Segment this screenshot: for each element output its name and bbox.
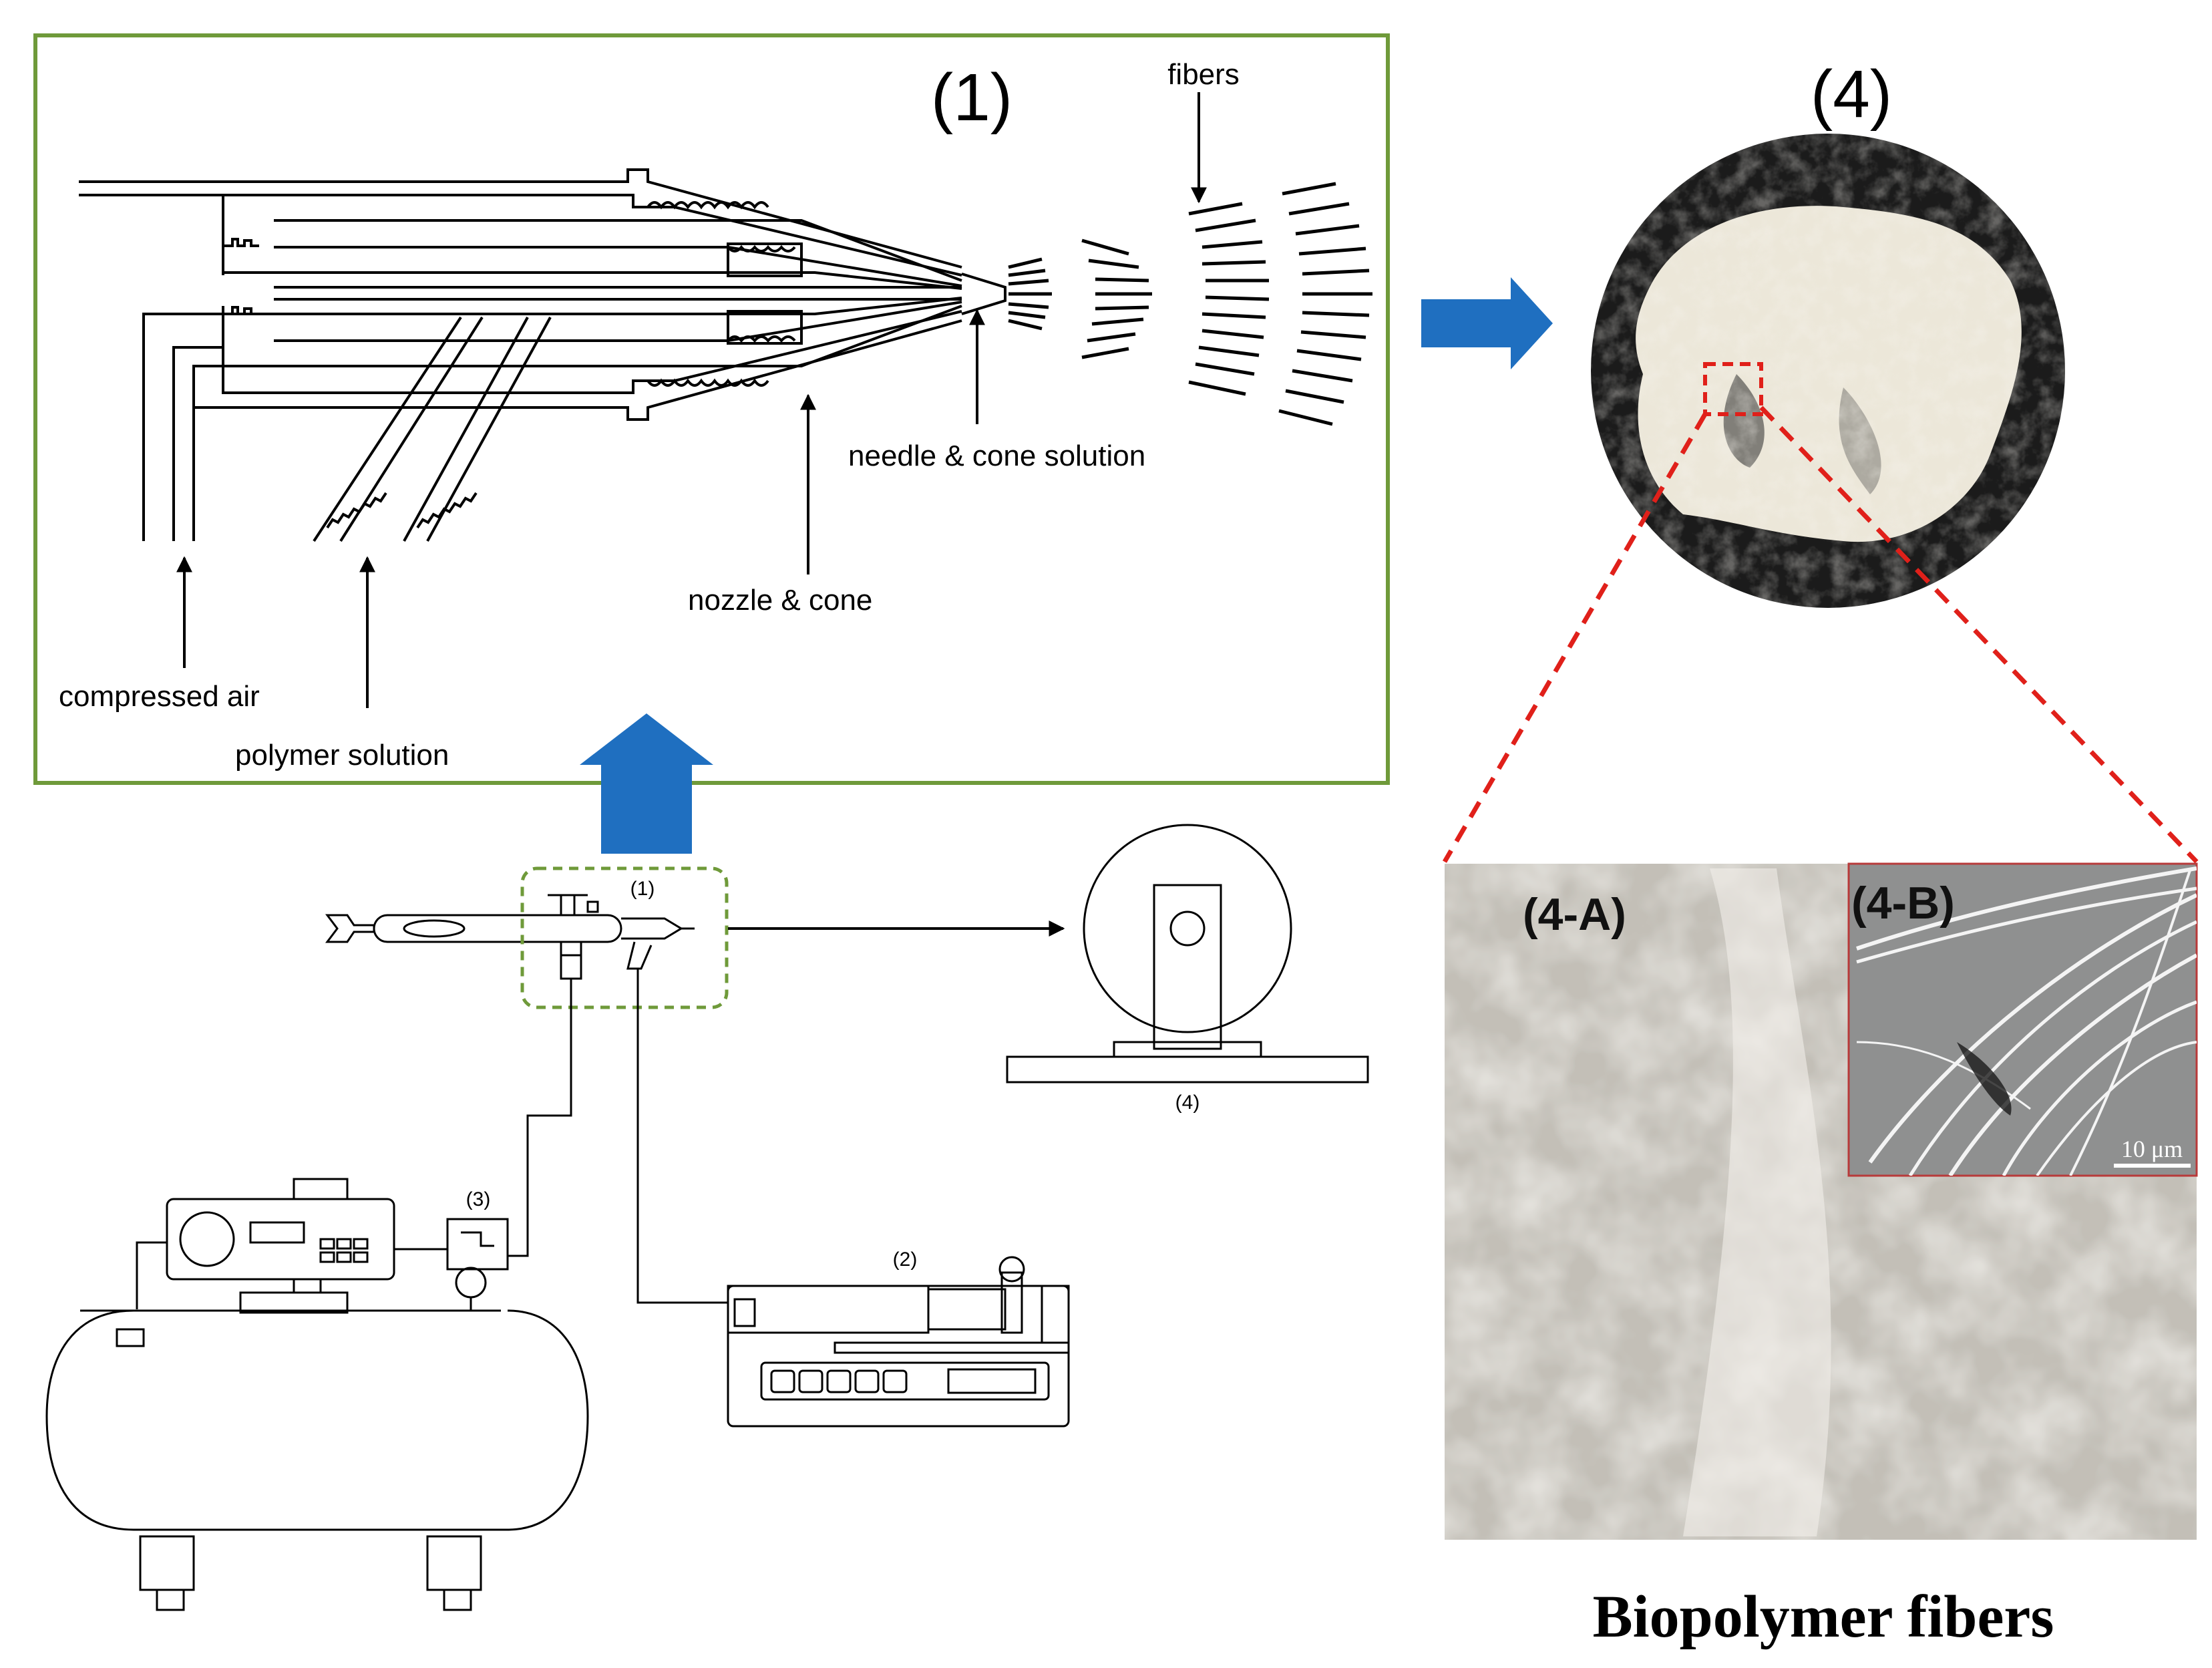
setup-label-collector: (4) xyxy=(1175,1092,1200,1114)
caption: Biopolymer fibers xyxy=(1593,1584,2054,1650)
airbrush xyxy=(325,894,695,980)
nozzle-drawing xyxy=(79,168,1006,542)
panel-1-border xyxy=(33,33,1390,785)
label-nozzle-cone: nozzle & cone xyxy=(688,584,872,617)
airbrush-highlight-box xyxy=(520,866,729,1009)
label-needle-cone-solution: needle & cone solution xyxy=(848,440,1145,472)
zoom-lines xyxy=(1442,405,2199,864)
panel-4-photo: (4) xyxy=(1591,57,2065,608)
fiber-spray xyxy=(1008,182,1372,426)
panel-4-number: (4) xyxy=(1811,57,1892,132)
label-compressed-air: compressed air xyxy=(59,680,260,713)
label-4b: (4-B) xyxy=(1851,878,1955,929)
panel-1-number: (1) xyxy=(931,60,1012,135)
micrograph-panel: (4-A) (4-B) 10 μm xyxy=(1445,862,2198,1540)
setup-label-regulator: (3) xyxy=(466,1188,491,1210)
label-fibers: fibers xyxy=(1167,58,1240,91)
scale-bar-label: 10 μm xyxy=(2121,1136,2183,1162)
zoom-region-box xyxy=(1703,362,1763,416)
setup-label-pump: (2) xyxy=(893,1248,918,1271)
setup-label-airbrush: (1) xyxy=(630,878,655,900)
label-4a: (4-A) xyxy=(1523,889,1626,940)
air-compressor xyxy=(45,1178,589,1611)
collector-drum xyxy=(1006,824,1369,1083)
label-arrows xyxy=(176,92,1207,708)
setup-schematic: (1) (4) xyxy=(45,824,1369,1611)
arrow-up-icon xyxy=(580,713,713,854)
arrow-right-icon xyxy=(1421,277,1553,369)
label-polymer-solution: polymer solution xyxy=(235,739,449,772)
flow-arrows xyxy=(580,277,1553,854)
panel-1-nozzle-schematic: (1) xyxy=(33,33,1390,785)
syringe-pump xyxy=(727,1256,1070,1428)
